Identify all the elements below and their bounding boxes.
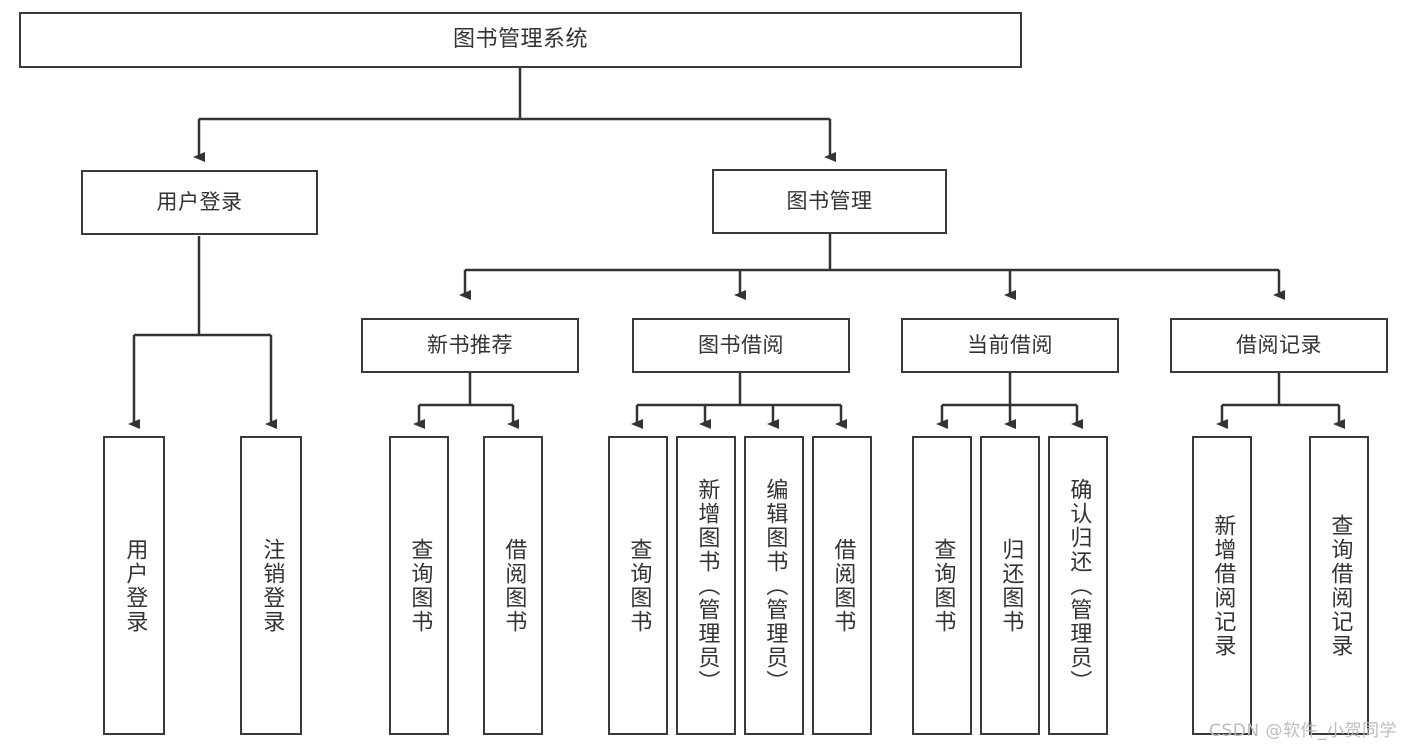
node-label: 当前借阅 <box>967 332 1053 357</box>
node-label: 新书推荐 <box>427 332 513 357</box>
leaf-label: 查询图书 <box>626 537 652 634</box>
leaf-confirm-return[interactable]: 确认归还（管理员） <box>1048 436 1108 735</box>
node-new-book-recommend[interactable]: 新书推荐 <box>361 318 579 373</box>
node-book-borrow[interactable]: 图书借阅 <box>632 318 850 373</box>
leaf-label: 查询借阅记录 <box>1327 513 1353 658</box>
node-book-management-system[interactable]: 图书管理系统 <box>19 12 1022 68</box>
leaf-add-book[interactable]: 新增图书（管理员） <box>676 436 736 735</box>
node-book-management[interactable]: 图书管理 <box>712 169 947 234</box>
leaf-query-book-2[interactable]: 查询图书 <box>608 436 668 735</box>
node-label: 图书管理系统 <box>452 26 588 52</box>
leaf-query-book-1[interactable]: 查询图书 <box>389 436 449 735</box>
leaf-logout[interactable]: 注销登录 <box>240 436 302 735</box>
node-user-login[interactable]: 用户登录 <box>81 170 318 235</box>
leaf-return-book[interactable]: 归还图书 <box>980 436 1040 735</box>
leaf-add-borrow-record[interactable]: 新增借阅记录 <box>1192 436 1252 735</box>
node-label: 用户登录 <box>156 189 243 214</box>
node-borrow-record[interactable]: 借阅记录 <box>1170 318 1388 373</box>
node-current-borrow[interactable]: 当前借阅 <box>901 318 1119 373</box>
leaf-label: 查询图书 <box>407 537 433 634</box>
leaf-label: 编辑图书（管理员） <box>762 477 788 694</box>
csdn-watermark: CSDN @软件_小贺同学 <box>1209 721 1397 741</box>
leaf-label: 注销登录 <box>259 537 285 634</box>
leaf-borrow-book-1[interactable]: 借阅图书 <box>483 436 543 735</box>
leaf-query-borrow-record[interactable]: 查询借阅记录 <box>1309 436 1369 735</box>
leaf-label: 新增图书（管理员） <box>694 477 720 694</box>
leaf-query-book-3[interactable]: 查询图书 <box>912 436 972 735</box>
leaf-label: 查询图书 <box>930 537 956 634</box>
leaf-label: 借阅图书 <box>830 537 856 634</box>
leaf-label: 确认归还（管理员） <box>1066 477 1092 694</box>
leaf-label: 归还图书 <box>998 537 1024 634</box>
node-label: 图书管理 <box>786 188 873 213</box>
leaf-label: 新增借阅记录 <box>1210 513 1236 658</box>
leaf-label: 借阅图书 <box>501 537 527 634</box>
leaf-borrow-book-2[interactable]: 借阅图书 <box>812 436 872 735</box>
leaf-user-login[interactable]: 用户登录 <box>103 436 165 735</box>
leaf-label: 用户登录 <box>122 537 148 634</box>
node-label: 借阅记录 <box>1236 332 1322 357</box>
leaf-edit-book[interactable]: 编辑图书（管理员） <box>744 436 804 735</box>
node-label: 图书借阅 <box>698 332 784 357</box>
